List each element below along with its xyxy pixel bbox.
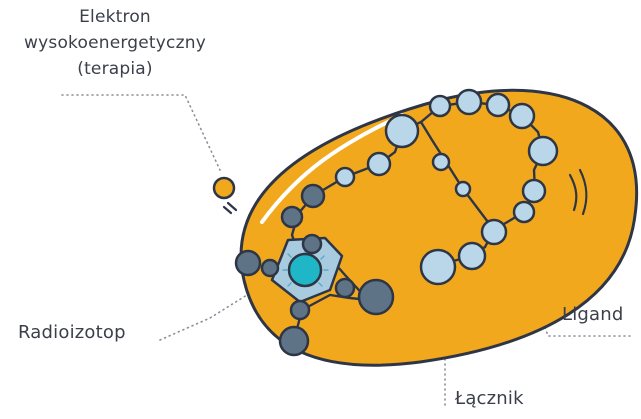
- bead: [302, 185, 324, 207]
- bead: [482, 220, 506, 244]
- bead: [523, 180, 545, 202]
- bead: [359, 280, 393, 314]
- bead: [430, 96, 450, 116]
- bead: [262, 260, 278, 276]
- label-electron-line-2: wysokoenergetyczny: [0, 30, 230, 56]
- bead: [280, 327, 308, 355]
- bead: [457, 90, 481, 114]
- bead: [459, 243, 485, 269]
- bead: [386, 115, 418, 147]
- bead: [303, 235, 321, 253]
- bead: [336, 168, 354, 186]
- label-radioisotope: Radioizotop: [18, 322, 126, 343]
- label-ligand: Ligand: [562, 304, 624, 325]
- bead: [368, 153, 390, 175]
- label-electron: Elektron wysokoenergetyczny (terapia): [0, 4, 230, 82]
- bead: [456, 182, 470, 196]
- label-linker: Łącznik: [455, 388, 524, 409]
- bead: [336, 279, 354, 297]
- label-electron-line-3: (terapia): [0, 56, 230, 82]
- label-electron-line-1: Elektron: [0, 4, 230, 30]
- bead: [282, 207, 302, 227]
- bead: [529, 137, 557, 165]
- bead: [291, 301, 309, 319]
- bead: [487, 94, 509, 116]
- bead: [510, 104, 534, 128]
- electron-particle-icon: [214, 178, 236, 213]
- bead: [236, 251, 260, 275]
- leader-line-electron: [62, 95, 220, 170]
- bead: [514, 202, 534, 222]
- bead: [433, 154, 449, 170]
- leader-line-radioisotope: [160, 290, 255, 340]
- bead: [421, 250, 455, 284]
